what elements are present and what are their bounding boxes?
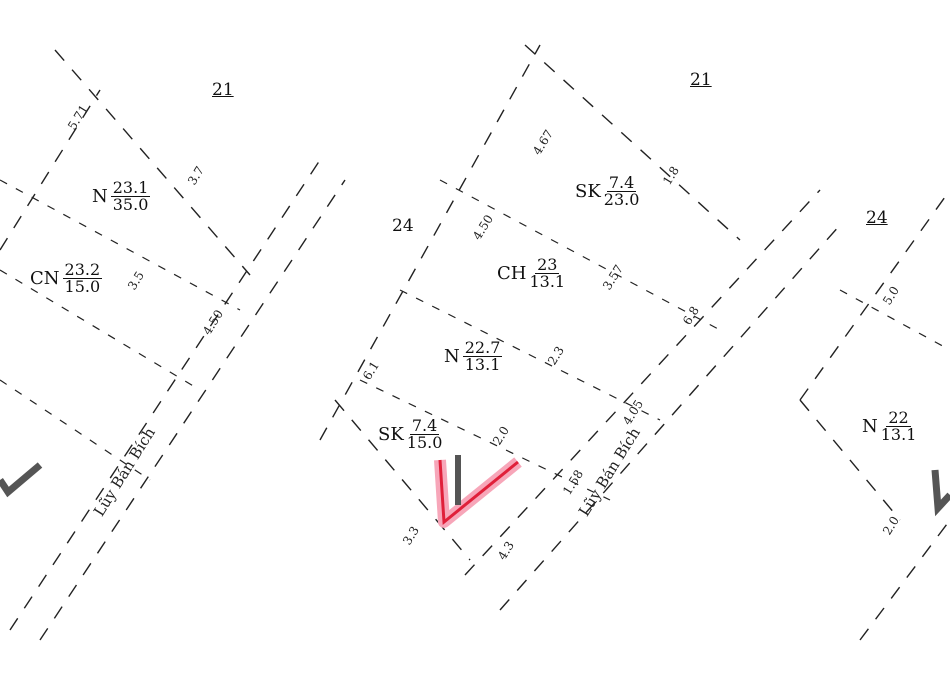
- check-mark-red: [434, 457, 522, 528]
- lot-divider: [0, 269, 201, 391]
- check-mark-gray: [931, 469, 950, 517]
- boundary-line: [9, 159, 321, 631]
- check-mark-gray: [0, 462, 43, 498]
- boundary-line: [319, 44, 541, 441]
- block-label: 24: [866, 208, 888, 228]
- boundary-line: [799, 399, 901, 521]
- block-label: 24: [392, 216, 414, 236]
- boundary-line: [859, 519, 950, 641]
- block-label: 21: [212, 80, 234, 100]
- boundary-line: [524, 44, 741, 241]
- lot-divider: [399, 289, 661, 421]
- boundary-line: [499, 224, 841, 611]
- boundary-line: [0, 89, 101, 251]
- boundary-line: [799, 189, 950, 401]
- lot-divider: [0, 379, 151, 481]
- boundary-line: [39, 179, 346, 641]
- boundary-line: [334, 399, 471, 561]
- block-label: 21: [690, 70, 712, 90]
- check-mark-red: [438, 459, 519, 525]
- boundary-line: [464, 189, 821, 576]
- lot-divider: [839, 289, 950, 351]
